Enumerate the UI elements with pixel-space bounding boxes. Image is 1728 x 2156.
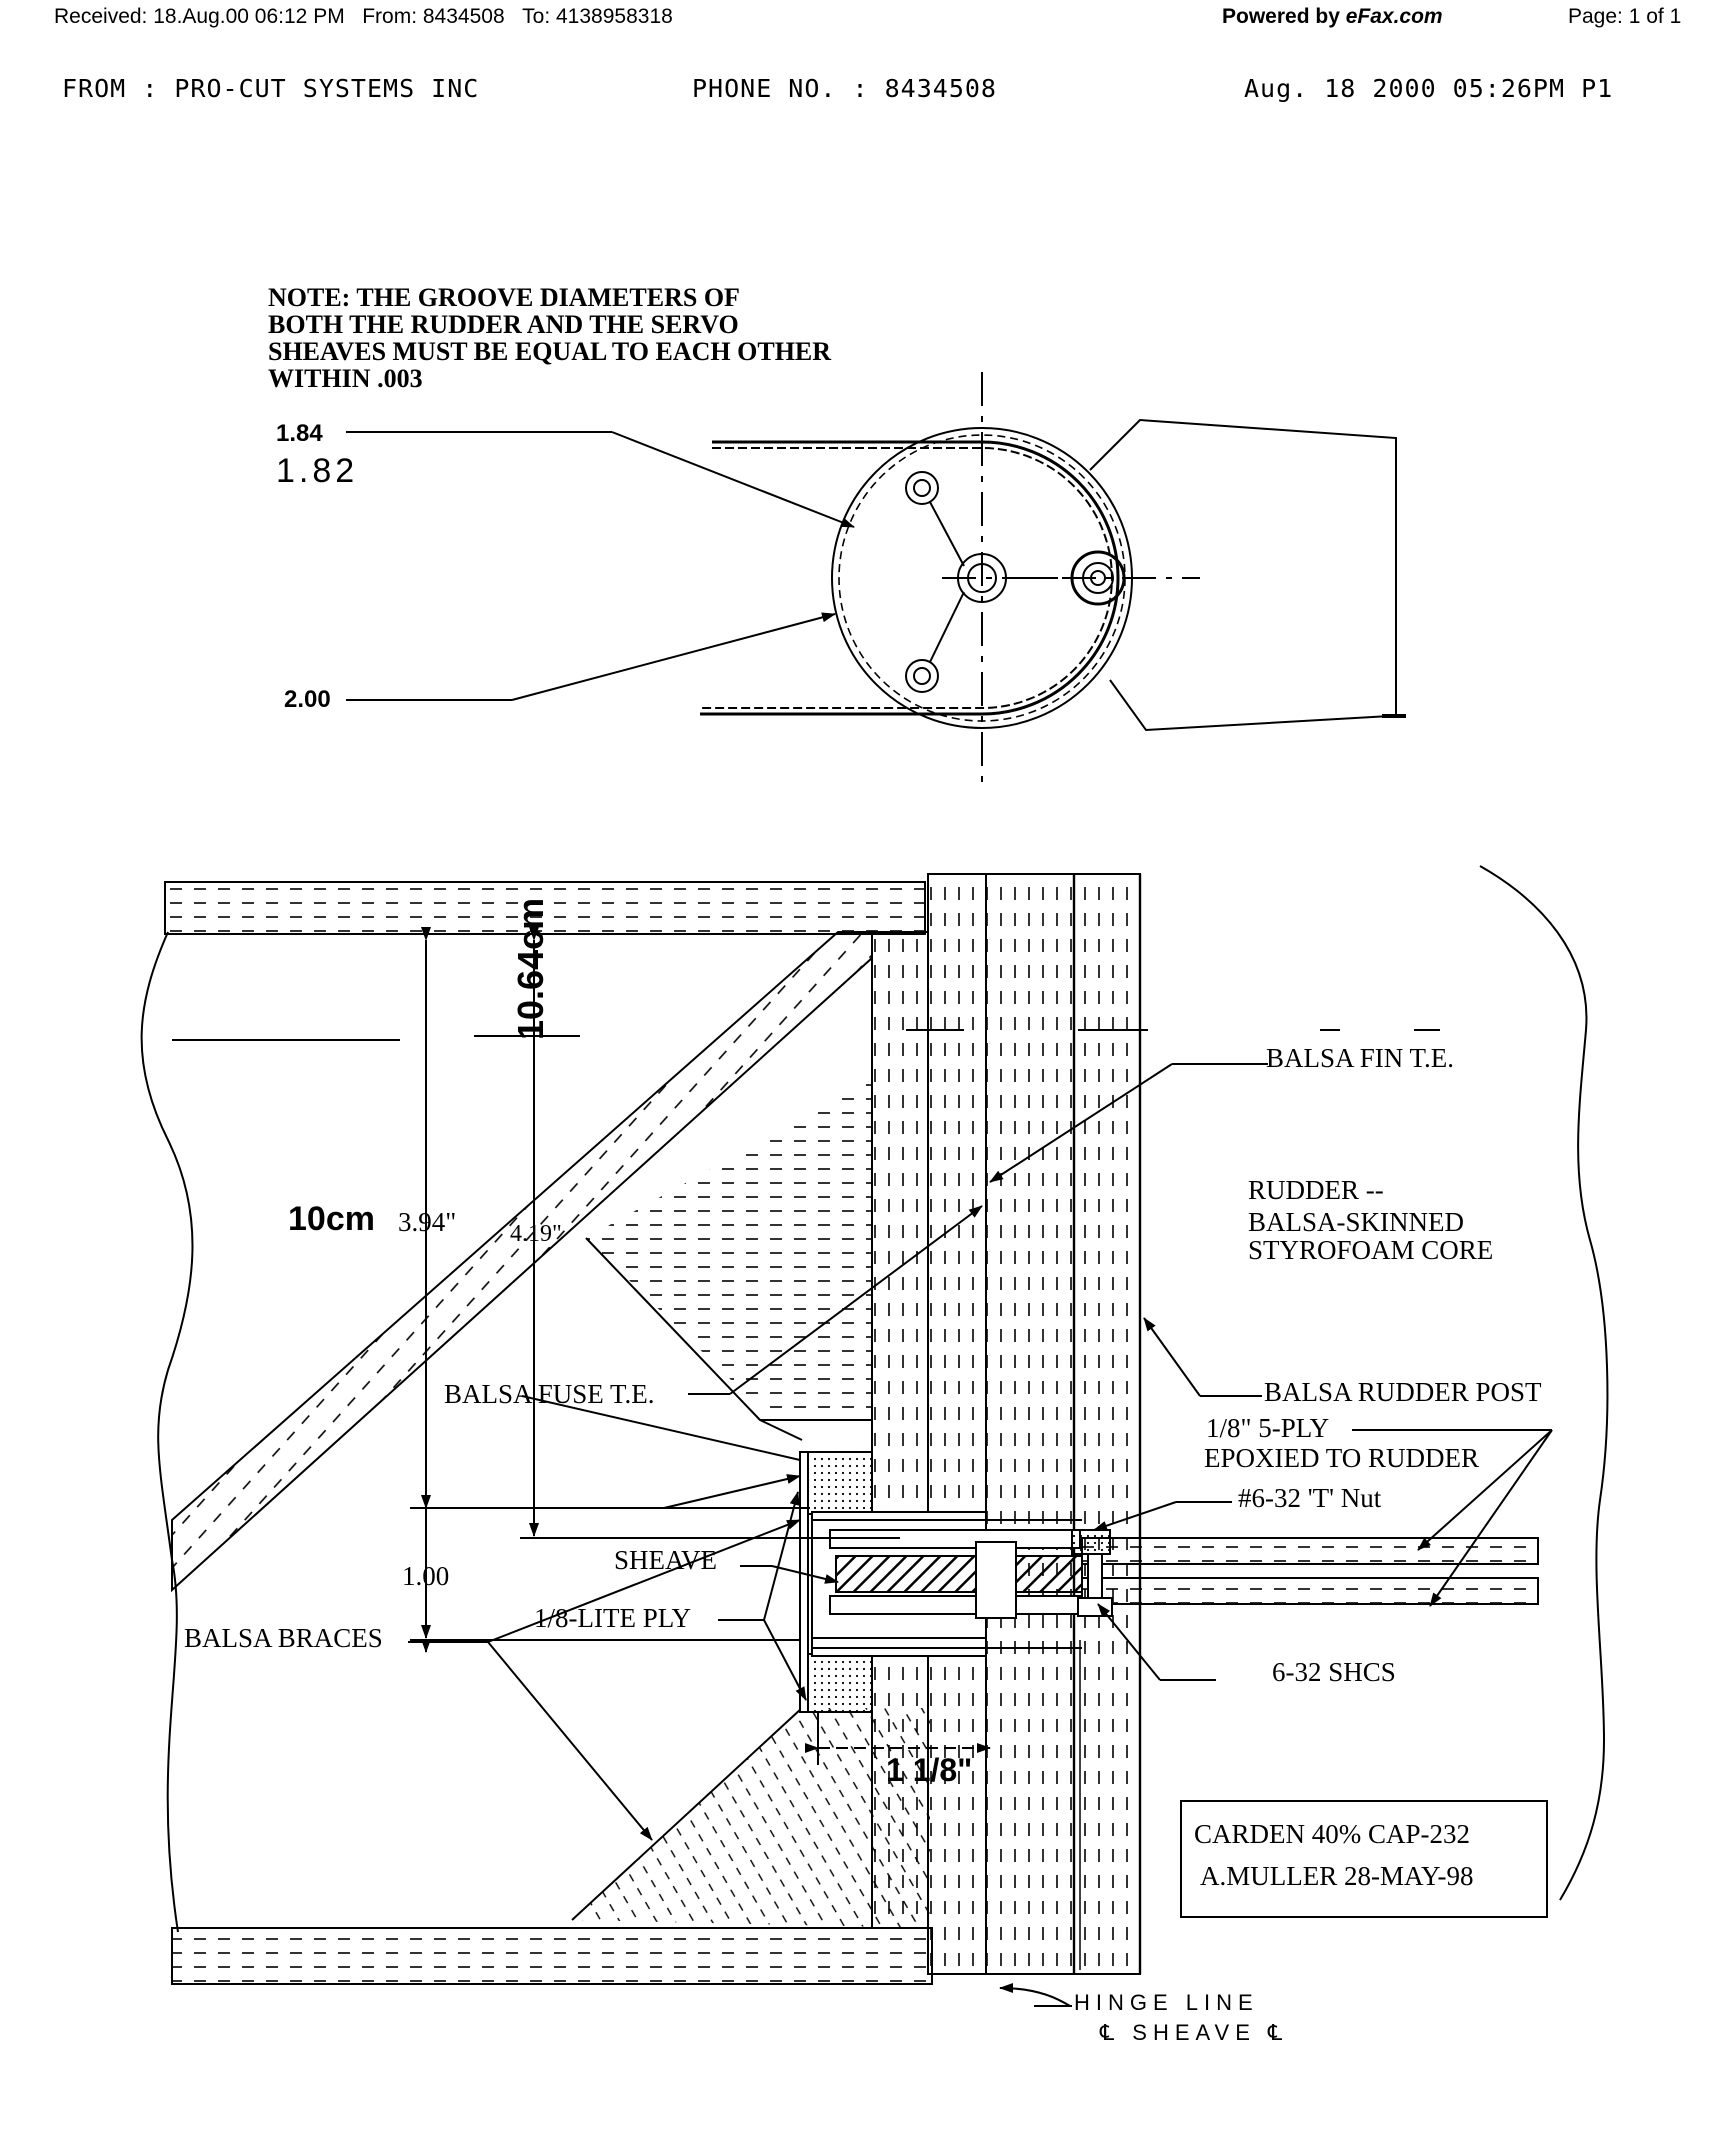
dimension-4-19: 4.19": [510, 1221, 562, 1247]
lite-ply-label: 1/8-LITE PLY: [534, 1603, 692, 1633]
rudder-label-3: STYROFOAM CORE: [1248, 1235, 1494, 1265]
dimension-1-1-8: 1 1/8": [886, 1752, 973, 1788]
efax-logo: eFax.com: [1345, 5, 1443, 28]
five-ply-label: 1/8" 5-PLY: [1206, 1413, 1330, 1443]
outer-diameter-label: 2.00: [284, 686, 331, 713]
balsa-fuse-te-label: BALSA FUSE T.E.: [444, 1379, 655, 1409]
handwritten-diameter: 1.82: [276, 452, 359, 490]
sheave-centerline-text: SHEAVE: [1132, 2020, 1256, 2045]
note-line-1: NOTE: THE GROOVE DIAMETERS OF: [268, 283, 740, 312]
rudder-label-1: RUDDER --: [1248, 1175, 1384, 1205]
groove-diameter-label: 1.84: [276, 420, 323, 447]
to-number: To: 4138958318: [522, 5, 673, 28]
balsa-rudder-post-label: BALSA RUDDER POST: [1264, 1377, 1542, 1407]
title-block: CARDEN 40% CAP-232 A.MULLER 28-MAY-98: [1180, 1800, 1548, 1918]
from-number: From: 8434508: [362, 5, 505, 28]
dimension-10-64cm: 10.64cm: [510, 897, 551, 1040]
received-text: Received: 18.Aug.00 06:12 PM: [54, 5, 345, 28]
sheave-centerline-note: ℄ SHEAVE ℄: [1100, 2020, 1288, 2046]
rudder-label-2: BALSA-SKINNED: [1248, 1207, 1464, 1237]
sender-name: FROM : PRO-CUT SYSTEMS INC: [62, 74, 480, 103]
title-block-aircraft: CARDEN 40% CAP-232: [1194, 1819, 1471, 1849]
balsa-braces-label: BALSA BRACES: [184, 1623, 383, 1653]
dimension-1-00: 1.00: [402, 1561, 450, 1591]
received-line: Received: 18.Aug.00 06:12 PM From: 84345…: [54, 5, 673, 29]
leader-lines: [408, 1063, 1553, 2007]
page-count: Page: 1 of 1: [1568, 5, 1682, 28]
note-line-2: BOTH THE RUDDER AND THE SERVO: [268, 310, 739, 339]
t-nut-label: #6-32 'T' Nut: [1238, 1483, 1382, 1513]
powered-by-text: Powered by: [1222, 5, 1340, 28]
dimension-3-94: 3.94": [398, 1207, 457, 1237]
sheave-top-view: [346, 372, 1406, 790]
balsa-fin-te-label: BALSA FIN T.E.: [1266, 1043, 1455, 1073]
sender-date: Aug. 18 2000 05:26PM P1: [1244, 74, 1614, 103]
centerline-icon: ℄: [1100, 2020, 1121, 2045]
dimension-10cm: 10cm: [288, 1200, 375, 1238]
sender-phone: PHONE NO. : 8434508: [692, 74, 997, 103]
note-line-4: WITHIN .003: [268, 364, 423, 393]
tail-section: [140, 865, 1609, 1985]
shcs-label: 6-32 SHCS: [1272, 1657, 1396, 1687]
centerline-icon: ℄: [1268, 2020, 1289, 2045]
groove-note: NOTE: THE GROOVE DIAMETERS OF BOTH THE R…: [268, 284, 831, 392]
title-block-author: A.MULLER 28-MAY-98: [1200, 1861, 1474, 1891]
epoxied-label: EPOXIED TO RUDDER: [1204, 1443, 1480, 1473]
hinge-line-note: HINGE LINE: [1074, 1990, 1259, 2015]
sheave-label: SHEAVE: [614, 1545, 718, 1575]
note-line-3: SHEAVES MUST BE EQUAL TO EACH OTHER: [268, 337, 832, 366]
powered-by: Powered by eFax.com: [1222, 5, 1443, 29]
